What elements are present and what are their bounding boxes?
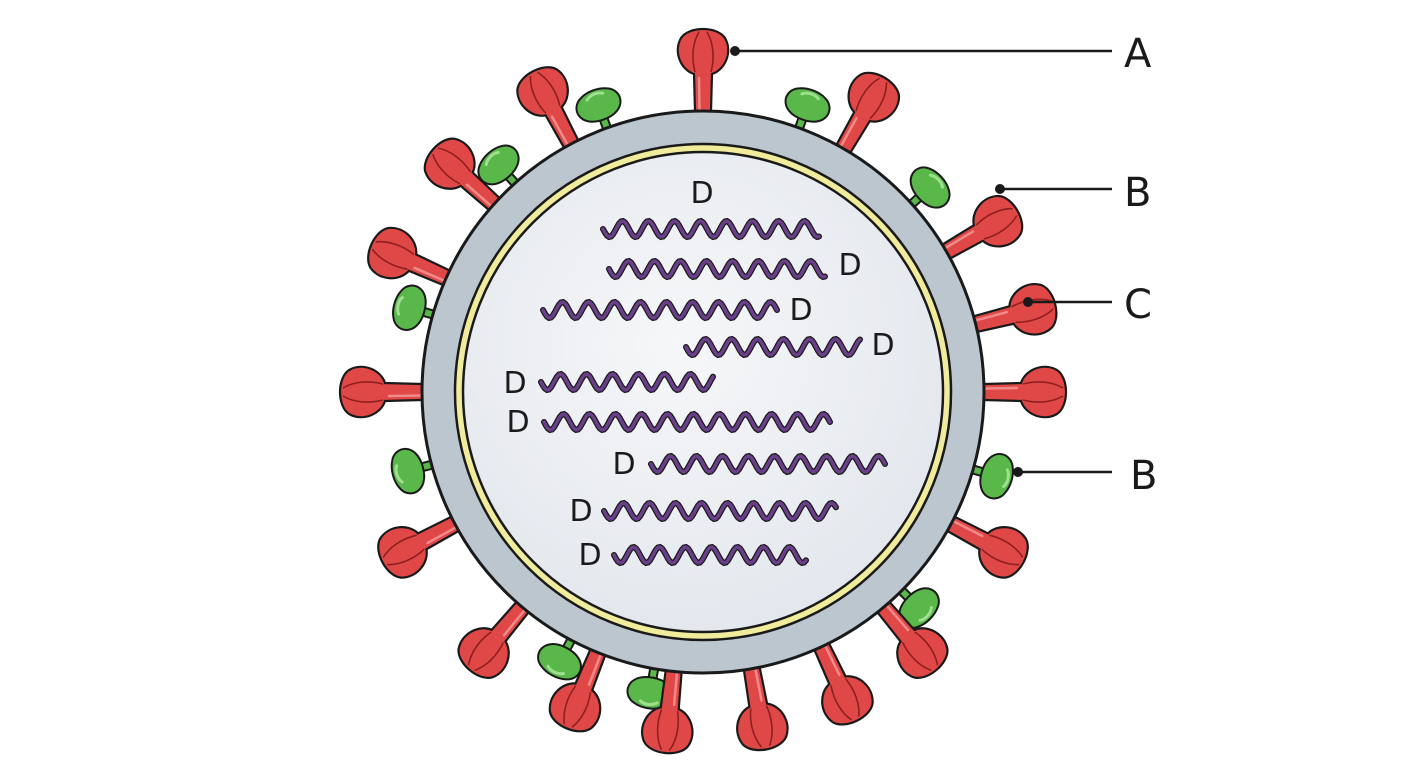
rna-strand [602,501,838,521]
rna-label: D [838,248,861,283]
rna-label: D [690,176,713,211]
label-b-top: B [1124,170,1151,216]
rna-strand [601,219,821,239]
rna-label: D [612,447,635,482]
rna-strand [649,454,887,474]
label-c: C [1124,282,1152,328]
callout-a: A [730,31,1152,77]
label-b-bottom: B [1130,453,1157,499]
rna-label: D [503,366,526,401]
rna-label: D [789,293,812,328]
rna-label: D [871,328,894,363]
label-a: A [1124,31,1152,77]
rna-label: D [578,538,601,573]
rna-strand [539,372,715,392]
callout-b-top: B [995,170,1151,216]
rna-strand [684,337,862,357]
callout-b-bottom: B [1013,453,1157,499]
rna-label: D [506,405,529,440]
callout-c: C [1023,282,1152,328]
rna-strand [542,412,832,432]
callouts: A B C B [730,31,1157,499]
rna-strand [612,545,808,565]
rna-strand [607,259,827,279]
rna-strand [541,300,779,320]
rna-label: D [569,494,592,529]
